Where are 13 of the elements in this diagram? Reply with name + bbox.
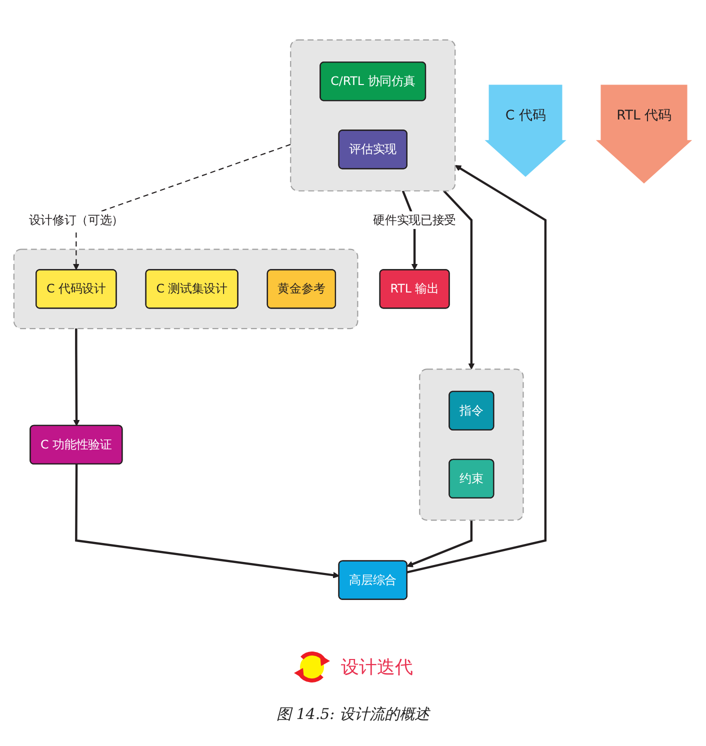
cluster: [290, 40, 456, 192]
figure-caption: 图 14.5: 设计流的概述: [276, 705, 430, 724]
arrow: [406, 520, 473, 568]
cluster: [419, 369, 524, 522]
arrow: [443, 190, 475, 370]
edge-label: 设计修订（可选）: [28, 213, 124, 228]
arrow: [72, 144, 291, 270]
cluster: [13, 249, 358, 330]
arrow: [73, 328, 80, 426]
arrow: [75, 464, 340, 579]
edge-label: 硬件实现已接受: [373, 213, 456, 228]
annotation-text: 设计迭代: [341, 656, 413, 679]
arrow: [406, 165, 547, 574]
